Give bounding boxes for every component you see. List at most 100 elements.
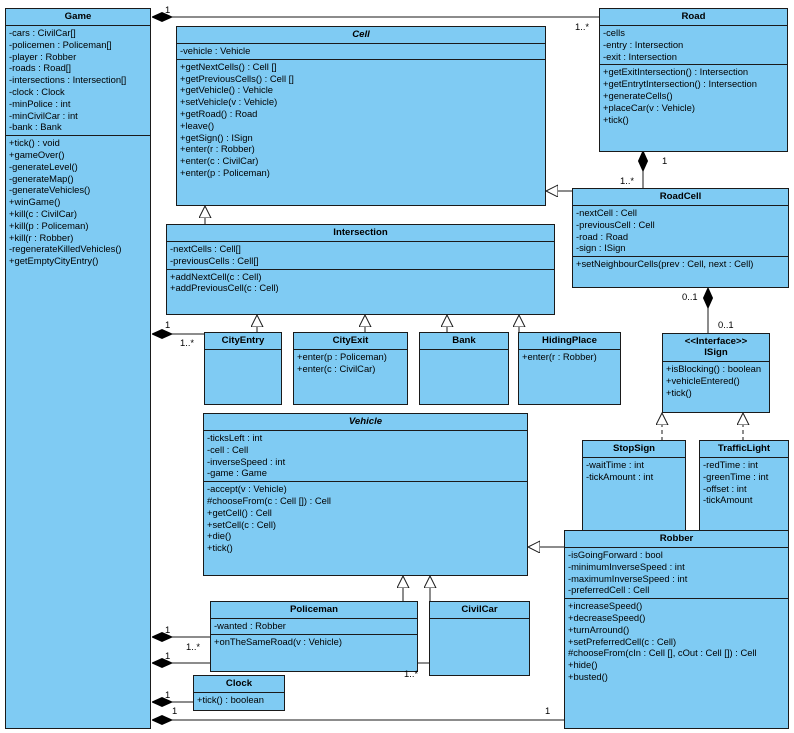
class-intersection[interactable]: Intersection -nextCells : Cell[]-previou…: [166, 224, 555, 315]
operation: -regenerateKilledVehicles(): [9, 243, 122, 255]
attribute: -cells: [603, 27, 625, 38]
class-title: CivilCar: [430, 602, 529, 619]
operation: +increaseSpeed(): [568, 600, 643, 612]
class-cell[interactable]: Cell -vehicle : Vehicle +getNextCells() …: [176, 26, 546, 206]
class-clock[interactable]: Clock +tick() : boolean: [193, 675, 285, 711]
attribute: -offset : int: [703, 482, 747, 494]
class-policeman[interactable]: Policeman -wanted : Robber +onTheSameRoa…: [210, 601, 418, 672]
class-title: CityEntry: [205, 333, 281, 350]
operation: +decreaseSpeed(): [568, 611, 646, 623]
operation: #chooseFrom(cIn : Cell [], cOut : Cell […: [568, 647, 757, 659]
operation: +getVehicle() : Vehicle: [180, 84, 274, 96]
class-stopsign[interactable]: StopSign -waitTime : int-tickAmount : in…: [582, 440, 686, 532]
class-title: Vehicle: [204, 414, 527, 431]
class-title: Cell: [177, 27, 545, 44]
attribute: -roads : Road[]: [9, 62, 72, 74]
class-title: Road: [600, 9, 787, 26]
operation: +setVehicle(v : Vehicle): [180, 96, 278, 108]
mult-game-policeman-1: 1: [165, 624, 171, 635]
class-game[interactable]: Game -cars : CivilCar[]-policemen : Poli…: [5, 8, 151, 729]
attribute-section: -cars : CivilCar[]-policemen : Policeman…: [6, 26, 150, 137]
class-title: HidingPlace: [519, 333, 620, 350]
class-road[interactable]: Road -cells-entry : Intersection-exit : …: [599, 8, 788, 152]
attribute: -bank : Bank: [9, 121, 62, 133]
attribute: -road : Road: [576, 230, 629, 242]
class-vehicle[interactable]: Vehicle -ticksLeft : int-cell : Cell-inv…: [203, 413, 528, 576]
operation-section: +tick() : void+gameOver()-generateLevel(…: [6, 136, 150, 269]
operation: +winGame(): [9, 196, 61, 208]
operation: +vehicleEntered(): [666, 374, 740, 386]
class-bank[interactable]: Bank: [419, 332, 509, 405]
class-cityexit[interactable]: CityExit +enter(p : Policeman)+enter(c :…: [293, 332, 408, 405]
attribute: -player : Robber: [9, 50, 77, 62]
operation: +tick(): [207, 542, 233, 554]
class-cityentry[interactable]: CityEntry: [204, 332, 282, 405]
operation: +enter(r : Robber): [180, 143, 255, 155]
operation-section: -accept(v : Vehicle)#chooseFrom(c : Cell…: [204, 482, 527, 556]
class-title: Intersection: [167, 225, 554, 242]
class-civilcar[interactable]: CivilCar: [429, 601, 530, 676]
operation: +enter(p : Policeman): [180, 166, 270, 178]
operation-section: +onTheSameRoad(v : Vehicle): [211, 635, 417, 650]
operation-section: +setNeighbourCells(prev : Cell, next : C…: [573, 257, 788, 272]
operation: +addPreviousCell(c : Cell): [170, 282, 279, 294]
operation: +busted(): [568, 670, 608, 682]
mult-road-roadcell-1: 1: [662, 155, 668, 166]
attribute: -vehicle : Vehicle: [180, 45, 251, 56]
attribute: -game : Game: [207, 467, 267, 479]
operation-section: +enter(p : Policeman)+enter(c : CivilCar…: [294, 350, 407, 377]
operation: +enter(p : Policeman): [297, 351, 387, 362]
operation: -generateMap(): [9, 172, 74, 184]
class-title: CityExit: [294, 333, 407, 350]
attribute-section: -nextCells : Cell[]-previousCells : Cell…: [167, 242, 554, 270]
mult-game-policeman-many: 1..*: [186, 641, 201, 652]
attribute: -maximumInverseSpeed : int: [568, 572, 688, 584]
class-hidingplace[interactable]: HidingPlace +enter(r : Robber): [518, 332, 621, 405]
mult-game-civilcar-many: 1..*: [404, 668, 419, 679]
operation: +getNextCells() : Cell []: [180, 60, 277, 72]
attribute-section: -nextCell : Cell-previousCell : Cell-roa…: [573, 206, 788, 258]
operation: +addNextCell(c : Cell): [170, 270, 262, 282]
attribute: -previousCells : Cell[]: [170, 254, 259, 266]
class-title: <<Interface>> ISign: [663, 334, 769, 362]
operation: +generateCells(): [603, 89, 673, 101]
attribute: -policemen : Policeman[]: [9, 38, 112, 50]
mult-roadcell-isign-a: 0..1: [682, 291, 698, 302]
class-title: RoadCell: [573, 189, 788, 206]
operation-section: +enter(r : Robber): [519, 350, 620, 365]
class-roadcell[interactable]: RoadCell -nextCell : Cell-previousCell :…: [572, 188, 789, 288]
attribute-section: -ticksLeft : int-cell : Cell-inverseSpee…: [204, 431, 527, 483]
operation: +tick(): [666, 386, 692, 398]
attribute: -inverseSpeed : int: [207, 455, 286, 467]
operation-section: +tick() : boolean: [194, 693, 284, 708]
interface-isign[interactable]: <<Interface>> ISign +isBlocking() : bool…: [662, 333, 770, 413]
operation: +kill(p : Policeman): [9, 219, 89, 231]
mult-game-road-1: 1: [165, 4, 171, 15]
class-title: Game: [6, 9, 150, 26]
attribute-section: -waitTime : int-tickAmount : int: [583, 458, 685, 485]
attribute: -greenTime : int: [703, 470, 769, 482]
attribute: -nextCell : Cell: [576, 207, 637, 218]
class-trafficlight[interactable]: TrafficLight -redTime : int-greenTime : …: [699, 440, 789, 532]
attribute-section: -redTime : int-greenTime : int-offset : …: [700, 458, 788, 508]
operation: +kill(c : CivilCar): [9, 207, 77, 219]
attribute: -preferredCell : Cell: [568, 584, 650, 596]
attribute-section: -vehicle : Vehicle: [177, 44, 545, 60]
operation: +setCell(c : Cell): [207, 518, 277, 530]
attribute: -minimumInverseSpeed : int: [568, 560, 685, 572]
operation-section: +getNextCells() : Cell []+getPreviousCel…: [177, 60, 545, 181]
operation: +enter(c : CivilCar): [180, 155, 259, 167]
operation: +enter(r : Robber): [522, 351, 597, 362]
attribute-section: -isGoingForward : bool-minimumInverseSpe…: [565, 548, 788, 600]
class-robber[interactable]: Robber -isGoingForward : bool-minimumInv…: [564, 530, 789, 729]
attribute: -minPolice : int: [9, 97, 71, 109]
stereotype-label: <<Interface>>: [684, 336, 748, 347]
operation: +placeCar(v : Vehicle): [603, 101, 695, 113]
operation: +tick(): [603, 113, 629, 125]
class-title: StopSign: [583, 441, 685, 458]
attribute: -cell : Cell: [207, 443, 249, 455]
operation-section: +getExitIntersection() : Intersection+ge…: [600, 65, 787, 127]
mult-game-road-many: 1..*: [575, 21, 590, 32]
attribute: -intersections : Intersection[]: [9, 74, 127, 86]
